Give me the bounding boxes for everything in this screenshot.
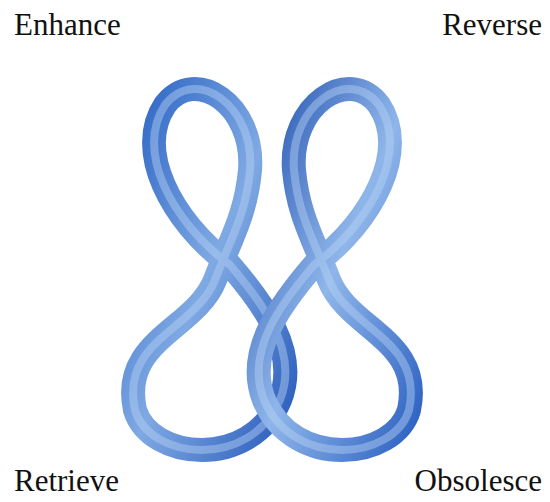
corner-label: Reverse	[442, 8, 542, 42]
right-ribbon	[259, 89, 411, 450]
corner-label: Obsolesce	[415, 464, 542, 498]
corner-label: Enhance	[14, 8, 121, 42]
corner-label: Retrieve	[14, 464, 119, 498]
